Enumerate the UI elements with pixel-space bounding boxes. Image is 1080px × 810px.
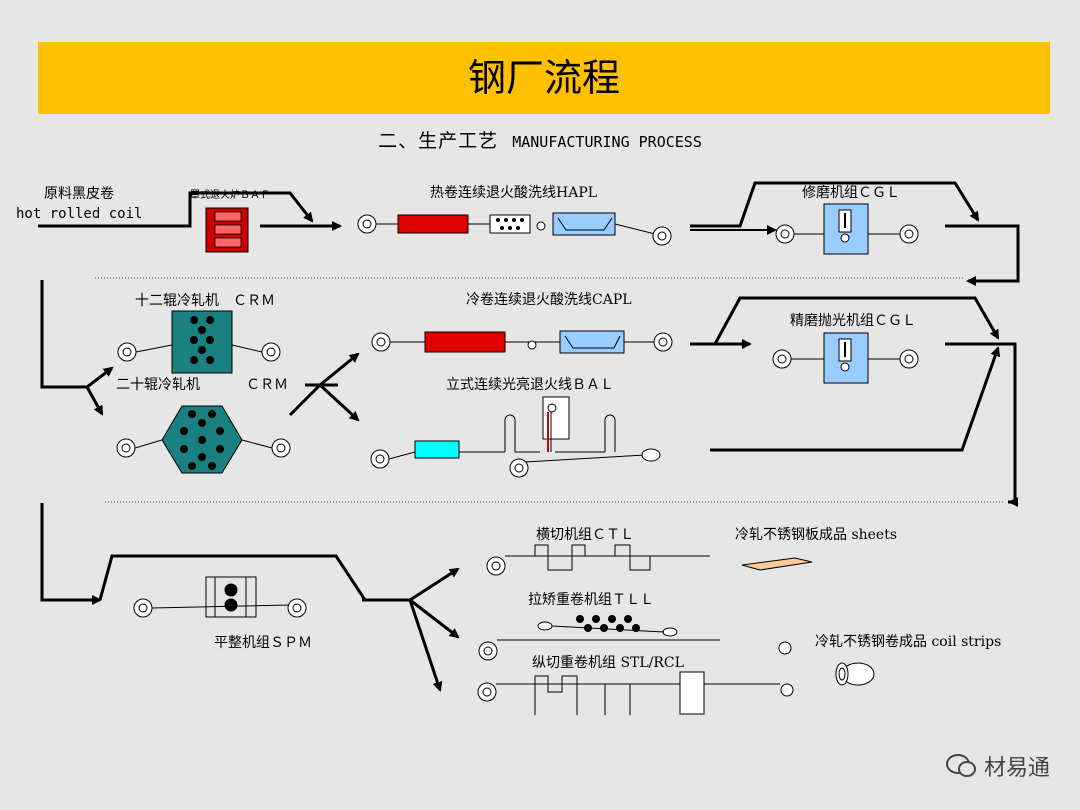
title-banner	[38, 42, 1050, 114]
separator-lines	[95, 277, 1005, 503]
stl-rcl-unit	[477, 671, 794, 715]
baf-furnace	[205, 207, 249, 253]
label-coils: 冷轧不锈钢卷成品 coil strips	[815, 634, 1001, 650]
label-raw-en: hot rolled coil	[16, 206, 142, 222]
page-title: 钢厂流程	[467, 56, 620, 100]
spm-unit	[133, 576, 307, 618]
label-cgl-2: 精磨抛光机组ＣＧＬ	[790, 313, 916, 329]
crm12-mill	[117, 310, 281, 374]
watermark-text: 材易通	[983, 756, 1050, 781]
bal-line	[370, 396, 661, 478]
subtitle-en: MANUFACTURING PROCESS	[512, 133, 702, 151]
label-crm20-zh: 二十辊冷轧机	[116, 377, 200, 393]
label-capl: 冷卷连续退火酸洗线CAPL	[466, 291, 632, 308]
label-cgl-1: 修磨机组ＣＧＬ	[802, 185, 900, 201]
tll-unit	[478, 615, 875, 686]
subtitle-zh: 二、生产工艺	[378, 130, 499, 152]
cgl-unit-2	[772, 332, 919, 384]
label-baf: 罩式退火炉ＢＡＦ	[190, 188, 270, 201]
label-sheets: 冷轧不锈钢板成品 sheets	[735, 527, 897, 543]
label-crm12: 十二辊冷轧机 ＣＲＭ	[135, 293, 275, 309]
chat-bubble-icon	[945, 754, 976, 777]
watermark: 材易通	[945, 750, 1050, 782]
label-raw-zh: 原料黑皮卷	[44, 186, 114, 202]
crm20-mill	[116, 405, 291, 474]
label-bal: 立式连续光亮退火线ＢＡＬ	[446, 376, 614, 393]
label-tll: 拉矫重卷机组ＴＬＬ	[528, 592, 654, 608]
hapl-line	[357, 212, 672, 246]
label-spm: 平整机组ＳＰＭ	[214, 635, 312, 651]
subtitle: 二、生产工艺 MANUFACTURING PROCESS	[0, 126, 1080, 153]
label-stl: 纵切重卷机组 STL/RCL	[532, 655, 684, 671]
label-ctl: 横切机组ＣＴＬ	[536, 527, 634, 543]
label-crm20-en: ＣＲＭ	[246, 377, 288, 393]
cgl-unit-1	[775, 203, 919, 255]
connector-lines	[38, 181, 1020, 692]
label-hapl: 热卷连续退火酸洗线HAPL	[430, 184, 597, 201]
ctl-unit	[486, 544, 813, 576]
diagram-labels: 原料黑皮卷 hot rolled coil 罩式退火炉ＢＡＦ 热卷连续退火酸洗线…	[16, 184, 1001, 671]
capl-line	[371, 330, 673, 354]
